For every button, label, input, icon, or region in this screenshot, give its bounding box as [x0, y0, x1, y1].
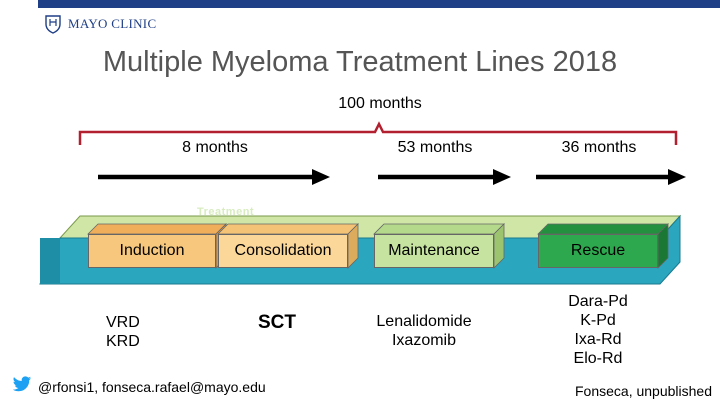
regimen-elo-rd: Elo-Rd	[573, 350, 623, 367]
total-duration-label: 100 months	[338, 95, 422, 112]
phase-induction: Induction	[88, 234, 216, 268]
regimen-dara-pd: Dara-Pd	[568, 293, 628, 310]
regimen-ixazomib: Ixazomib	[391, 332, 457, 349]
ghost-label: Treatment	[197, 206, 255, 218]
regimen-vrd: VRD	[106, 314, 140, 331]
total-duration-bracket	[78, 121, 678, 145]
twitter-bird-icon	[12, 376, 32, 392]
phase-rescue: Rescue	[538, 234, 658, 268]
mayo-clinic-logo: MAYO CLINIC	[44, 14, 156, 34]
regimen-consolidation: SCT	[258, 312, 296, 333]
mayo-shield-icon	[45, 15, 61, 34]
duration-label-induction: 8 months	[182, 139, 248, 156]
regimen-rescue: Dara-Pd K-Pd Ixa-Rd Elo-Rd	[548, 292, 648, 368]
arrow-maintenance	[378, 169, 511, 185]
regimen-ixa-rd: Ixa-Rd	[574, 331, 622, 348]
header-bar	[38, 0, 720, 8]
duration-label-rescue: 36 months	[561, 139, 637, 156]
regimen-maintenance: Lenalidomide Ixazomib	[354, 312, 494, 350]
contact-info: @rfonsi1, fonseca.rafael@mayo.edu	[38, 379, 266, 395]
regimen-krd: KRD	[106, 333, 140, 350]
arrow-rescue	[536, 169, 686, 185]
credit-note: Fonseca, unpublished	[575, 383, 712, 399]
regimen-lenalidomide: Lenalidomide	[376, 313, 472, 330]
regimen-induction: VRD KRD	[106, 313, 140, 351]
arrow-induction-consolidation	[98, 169, 330, 185]
platform-left-face	[40, 238, 60, 284]
page-title: Multiple Myeloma Treatment Lines 2018	[102, 46, 618, 78]
phase-consolidation: Consolidation	[218, 234, 348, 268]
duration-label-maintenance: 53 months	[397, 139, 473, 156]
logo-text: MAYO CLINIC	[68, 16, 157, 31]
regimen-k-pd: K-Pd	[580, 312, 616, 329]
phase-maintenance: Maintenance	[374, 234, 494, 268]
